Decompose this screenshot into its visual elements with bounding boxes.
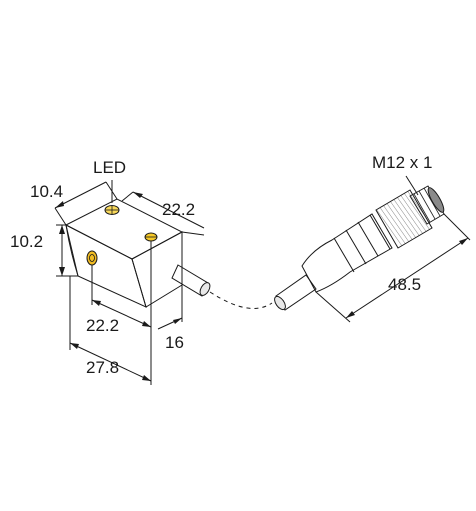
cable	[171, 264, 317, 311]
sensor-housing	[64, 198, 184, 308]
dim-connector-length-value: 48.5	[388, 275, 421, 294]
dim-total-length-value: 27.8	[86, 358, 119, 377]
mounting-hole-front	[86, 250, 98, 266]
led-indicator	[104, 205, 120, 215]
dim-cable-offset: 16	[157, 285, 184, 352]
connector-label: M12 x 1	[372, 153, 432, 172]
dim-connector-length: 48.5	[315, 213, 471, 323]
dim-height-side-value: 10.2	[10, 232, 43, 251]
m12-connector	[301, 185, 445, 293]
dim-length-top: 22.2	[121, 191, 205, 236]
dim-length-bottom: 22.2	[86, 241, 152, 335]
dim-total-length: 27.8	[69, 276, 152, 385]
mounting-hole-top	[144, 232, 158, 242]
dim-width-top: 10.4	[30, 181, 118, 226]
dim-width-top-value: 10.4	[30, 182, 63, 201]
dim-length-bottom-value: 22.2	[86, 316, 119, 335]
dim-height-side: 10.2	[10, 224, 78, 277]
led-label: LED	[93, 158, 126, 177]
housing-side-face	[131, 231, 183, 308]
dim-cable-offset-value: 16	[165, 333, 184, 352]
dim-length-top-value: 22.2	[162, 200, 195, 219]
